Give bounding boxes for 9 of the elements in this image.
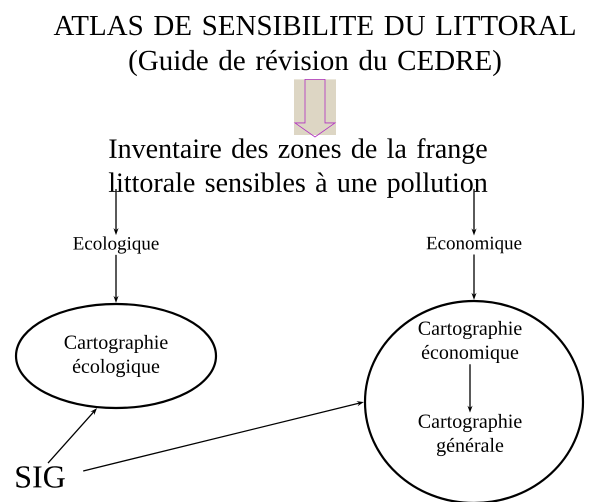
sig-label: SIG [16,466,65,488]
category-label: Ecologique [73,236,159,254]
title-text: ATLAS DE SENSIBILITE DU LITTORAL (Guide de révision du CEDRE) [54,16,575,76]
ellipse-node: Cartographie écologique [14,302,218,410]
block-arrow [294,78,336,138]
node-text: Cartographie économique [418,320,522,364]
node-text: Cartographie générale [418,414,522,456]
category-label: Economique [426,236,522,254]
heading-text: Inventaire des zones de la frange littorale sensibles à une pollution [108,138,488,198]
